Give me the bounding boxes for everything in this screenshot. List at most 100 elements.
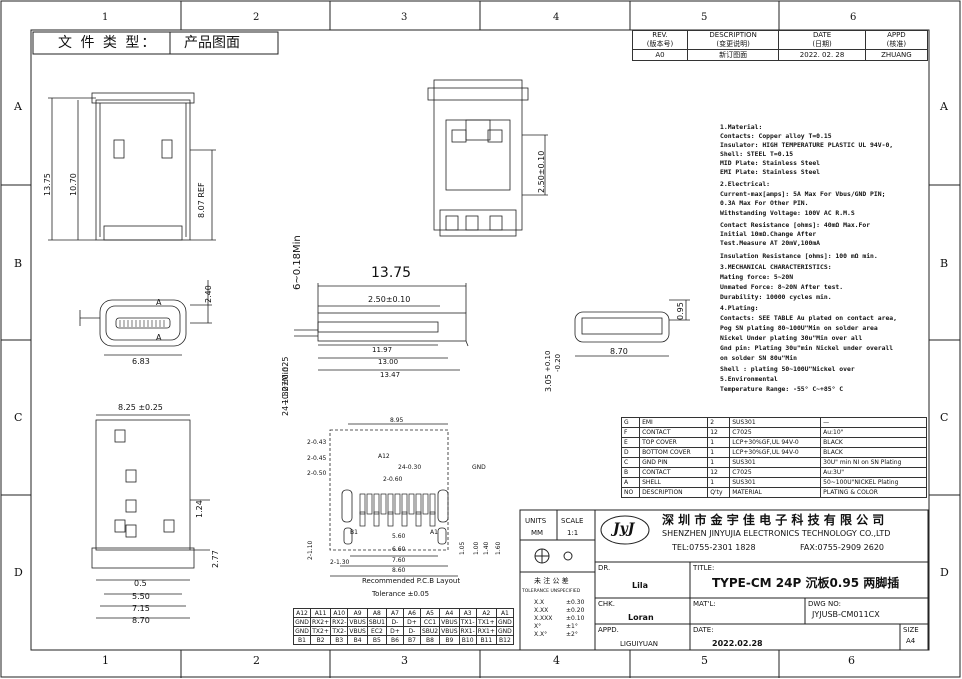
revision-table: REV.(版本号) DESCRIPTION(变更说明) DATE(日期) APP… — [632, 30, 929, 61]
pin-num: A11 — [309, 608, 332, 618]
note-line: on solder SN 80u"Min — [720, 354, 797, 362]
date-label: DATE: — [693, 626, 714, 634]
front-a-label: A — [156, 333, 162, 342]
size-label: SIZE — [903, 626, 919, 634]
pin-name: TX1- — [458, 617, 477, 627]
pin-name: SBU2 — [419, 626, 441, 636]
pcb-title: Recommended P.C.B Layout — [362, 577, 461, 585]
bom-cell: SUS301 — [729, 457, 822, 468]
note-line: 2.Electrical: — [720, 180, 771, 188]
date-value: 2022.02.28 — [712, 639, 763, 648]
row-letter: C — [940, 411, 949, 424]
note-line: EMI Plate: Stainless Steel — [720, 168, 821, 176]
note-line: Gnd pin: Plating 30u"min Nickel under ov… — [720, 344, 894, 352]
pin-num: A5 — [419, 608, 441, 618]
tol-key: X.X° — [534, 631, 548, 638]
bom-cell: 2 — [707, 417, 731, 428]
tol-val: ±0.10 — [566, 615, 585, 622]
desc-header: DESCRIPTION — [709, 31, 757, 39]
pin-num: B6 — [385, 635, 404, 645]
row-letter: B — [14, 257, 23, 270]
iso-view-drawing — [427, 79, 548, 237]
company-name-en: SHENZHEN JINYUJIA ELECTRONICS TECHNOLOGY… — [662, 529, 891, 538]
dim-8-07: 8.07 REF — [197, 182, 206, 218]
pin-name: D- — [385, 617, 404, 627]
pcb-side-dim: 1.40 — [483, 541, 490, 555]
row-letter: A — [14, 100, 22, 113]
rev-value: A0 — [632, 49, 688, 61]
bom-cell: — — [820, 417, 927, 428]
dim-side-24-027: 24~0.27Min — [281, 367, 290, 416]
row-letter: A — [940, 100, 948, 113]
note-line: Contacts: SEE TABLE Au plated on contact… — [720, 314, 897, 322]
pin-num: B7 — [402, 635, 421, 645]
pin-num: B10 — [458, 635, 477, 645]
tol-key: X.XX — [534, 607, 549, 614]
col-number: 1 — [102, 12, 109, 23]
bom-cell: G — [620, 417, 641, 428]
dim-bot-8-70: 8.70 — [132, 616, 150, 625]
bom-cell: 30U" min NI on SN Plating — [820, 457, 927, 468]
note-line: Insulator: HIGH TEMPERATURE PLASTIC UL 9… — [720, 141, 894, 149]
bom-cell: 1 — [707, 437, 731, 448]
tol-val: ±1° — [566, 623, 578, 630]
dim-side-2-50: 2.50±0.10 — [368, 295, 411, 304]
bom-cell: E — [620, 437, 641, 448]
bom-cell: B — [620, 467, 641, 478]
col-number: 5 — [701, 654, 708, 667]
pcb-dim: 24-0.30 — [398, 464, 422, 471]
front-view-drawing — [79, 280, 212, 356]
pin-num: B8 — [419, 635, 441, 645]
dim-2-50: 2.50±0.10 — [537, 150, 546, 193]
note-line: Withstanding Voltage: 100V AC R.M.S — [720, 209, 855, 217]
pin-num: A10 — [330, 608, 349, 618]
bom-cell: EMI — [639, 417, 709, 428]
pcb-dim: 8.60 — [392, 567, 406, 574]
appd-label: APPD. — [598, 626, 619, 634]
pin-num: B9 — [439, 635, 460, 645]
pcb-dim: 6.60 — [392, 546, 406, 553]
dim-13-75: 13.75 — [43, 173, 52, 196]
dim-bot-0-5: 0.5 — [134, 579, 147, 588]
row-letter: B — [940, 257, 949, 270]
col-number: 3 — [401, 12, 408, 23]
note-line: 3.MECHANICAL CHARACTERISTICS: — [720, 263, 832, 271]
pcb-dim: 8.95 — [390, 417, 404, 424]
bom-cell: C7025 — [729, 467, 822, 478]
pin-name: RX2+ — [309, 617, 332, 627]
logo-text: JyJ — [613, 521, 635, 537]
pin-name: TX1+ — [475, 617, 497, 627]
pin-name: RX1+ — [475, 626, 497, 636]
units-label: UNITS — [525, 517, 547, 525]
pin-name: GND — [293, 626, 311, 636]
pin-num: A4 — [439, 608, 460, 618]
tol-sub: TOLERANCE UNSPECIFIED — [522, 589, 581, 594]
pin-num: B12 — [495, 635, 514, 645]
note-line: 5.Environmental — [720, 375, 778, 383]
dim-side-13-75: 13.75 — [371, 265, 412, 281]
bom-cell: Au:3U" — [820, 467, 927, 478]
note-line: Contact Resistance [ohms]: 40mΩ Max.For — [720, 221, 871, 229]
dim-side-13-47: 13.47 — [380, 371, 401, 379]
scale-label: SCALE — [561, 517, 584, 525]
note-line: Temperature Range: -55° C~+85° C — [720, 385, 844, 393]
pcb-dim: 2-0.50 — [307, 470, 327, 477]
note-line: Nickel Under plating 30u"Min over all — [720, 334, 863, 342]
desc-header: (变更说明) — [716, 40, 750, 48]
pcb-dim: 2-1.30 — [330, 559, 350, 566]
rev-header: REV. — [652, 31, 668, 39]
dim-side-11-97: 11.97 — [372, 346, 393, 354]
pin-num: B1 — [293, 635, 311, 645]
bom-cell: 12 — [707, 467, 731, 478]
dim-10-70: 10.70 — [69, 173, 78, 196]
pin-name: TX2+ — [309, 626, 332, 636]
col-number: 2 — [253, 654, 260, 667]
dim-right-tol-plus: +0.10 — [544, 350, 552, 372]
pcb-dim: 2-0.45 — [307, 455, 327, 462]
note-line: Mating force: 5~20N — [720, 273, 794, 281]
title-label: TITLE: — [693, 564, 715, 572]
dwg-value: JYJUSB-CM011CX — [812, 610, 880, 619]
note-line: Shell: STEEL T=0.15 — [720, 150, 794, 158]
note-line: 4.Plating: — [720, 304, 759, 312]
